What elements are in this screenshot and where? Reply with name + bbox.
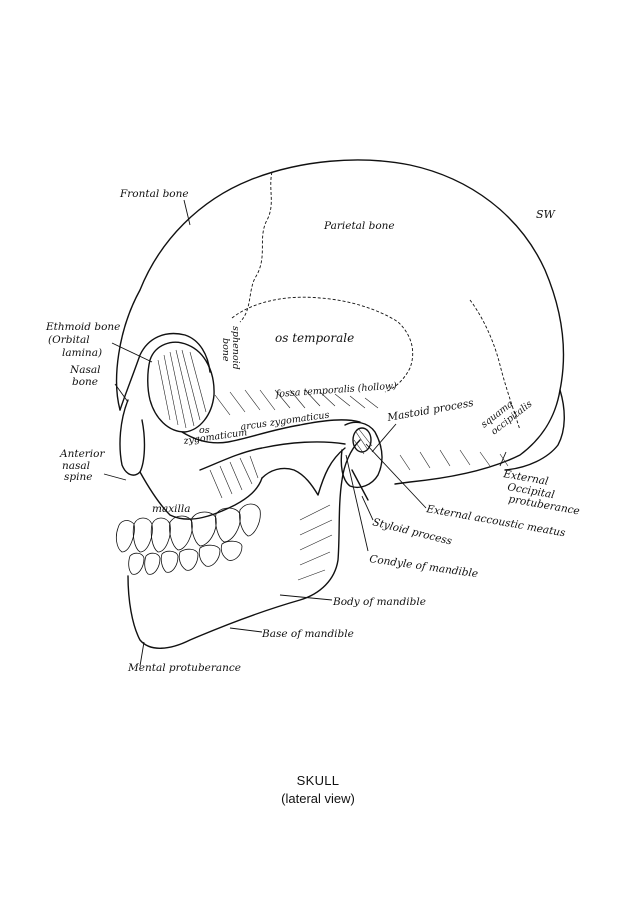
label-ethmoid-line3: lamina) [62, 347, 102, 359]
orbit [147, 341, 215, 433]
label-sphenoid-line1: sphenoid [230, 326, 241, 370]
leader-anterior-spine [103, 473, 127, 481]
labels: Frontal bone Parietal bone Ethmoid bone … [45, 188, 581, 674]
maxilla-outline [139, 471, 263, 520]
label-arcus-zygomaticus: arcus zygomaticus [240, 410, 330, 433]
brow-ridge [119, 332, 211, 411]
temporal-fossa-shading [214, 389, 379, 416]
leader-ext-acoustic [365, 443, 427, 509]
zygomatic-arch-lower [199, 441, 346, 471]
skull-illustration [115, 159, 565, 649]
occipital-shading [399, 449, 509, 471]
cranium-outline [115, 159, 565, 485]
leader-ethmoid [111, 342, 153, 363]
occipital-base [504, 389, 565, 471]
label-os-zygomaticum-line1: os [199, 425, 210, 436]
lambdoid-suture [469, 299, 521, 431]
label-maxilla: maxilla [152, 503, 190, 515]
orbit-shading [157, 349, 207, 429]
styloid [351, 469, 369, 501]
leader-mastoid [371, 423, 397, 453]
leader-base-mandible [229, 627, 263, 633]
coronal-suture [239, 171, 273, 323]
label-sphenoid-line2: bone [220, 338, 231, 362]
leader-mental [139, 641, 145, 667]
leader-lines [103, 199, 507, 667]
mastoid-region [340, 421, 383, 489]
squamosal-suture [231, 296, 414, 393]
lower-teeth [128, 540, 243, 575]
artist-monogram: SW [536, 208, 557, 221]
label-body-mandible: Body of mandible [332, 596, 426, 608]
zygomatic-bone [181, 419, 361, 444]
maxilla-shading [209, 455, 259, 499]
leader-body-mandible [279, 594, 333, 601]
label-frontal-bone: Frontal bone [119, 188, 189, 200]
label-nasal-line1: Nasal [69, 364, 100, 376]
upper-teeth [115, 503, 261, 553]
figure-subtitle: (lateral view) [281, 791, 355, 806]
label-parietal-bone: Parietal bone [323, 220, 395, 232]
figure-title: SKULL [296, 773, 340, 788]
label-ethmoid-line1: Ethmoid bone [45, 321, 120, 333]
leader-condyle [345, 454, 369, 552]
leader-nasal [114, 383, 129, 403]
label-anterior-line3: spine [64, 471, 92, 483]
ramus-shading [297, 504, 333, 581]
label-mental-protuberance: Mental protuberance [127, 662, 241, 674]
label-condyle-mandible: Condyle of mandible [369, 553, 479, 580]
label-anterior-line1: Anterior [59, 448, 105, 460]
label-os-temporale: os temporale [275, 331, 354, 345]
leader-ext-occipital [499, 451, 507, 467]
label-base-mandible: Base of mandible [261, 628, 354, 640]
label-fossa-temporalis: fossa temporalis (hollow) [274, 381, 397, 401]
acoustic-meatus [352, 427, 372, 453]
leader-frontal-bone [183, 199, 191, 226]
label-nasal-line2: bone [72, 376, 98, 388]
label-mastoid-process: Mastoid process [385, 397, 475, 424]
label-ethmoid-line2: (Orbital [48, 334, 90, 346]
ear-shading [353, 427, 373, 455]
label-anterior-line2: nasal [62, 460, 90, 472]
leader-styloid [361, 495, 374, 521]
mandible-ramus [261, 447, 346, 496]
label-styloid-process: Styloid process [371, 516, 453, 547]
mandible-outline [127, 439, 361, 649]
nasal-aperture [119, 399, 146, 476]
